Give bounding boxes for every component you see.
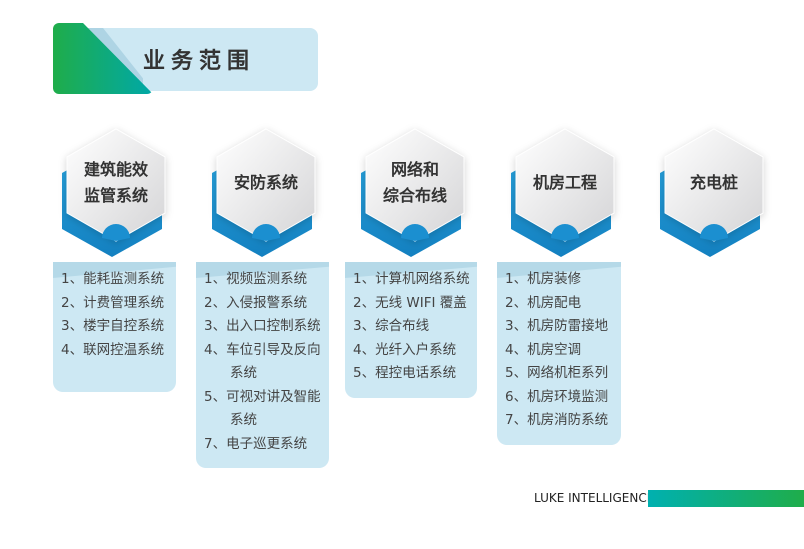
blue-semicircle <box>551 224 579 241</box>
category-item-list: 1、视频监测系统 2、入侵报警系统 3、出入口控制系统 4、车位引导及反向系统 5、可视… <box>196 262 329 468</box>
category-title-line: 充电桩 <box>689 173 738 192</box>
list-item-text: 2、计费管理系统 <box>61 294 165 311</box>
list-item: 5、网络机柜系列 <box>497 362 621 386</box>
list-item: 1、计算机网络系统 <box>345 268 477 292</box>
category-item-list: 1、计算机网络系统 2、无线 WIFI 覆盖 3、综合布线 4、光纤入户系统 5、程控电… <box>345 262 477 398</box>
list-item-text: 3、出入口控制系统 <box>204 318 321 334</box>
category-title-line: 监管系统 <box>83 186 148 205</box>
list-item-text: 1、能耗监测系统 <box>61 271 165 287</box>
category-title-line: 安防系统 <box>233 173 298 192</box>
list-item-text: 2、入侵报警系统 <box>204 294 308 311</box>
category-title: 网络和综合布线 <box>360 157 470 209</box>
blue-semicircle <box>252 224 280 241</box>
list-item: 2、无线 WIFI 覆盖 <box>345 292 477 316</box>
list-item-text: 1、机房装修 <box>505 271 582 287</box>
category-title-line: 网络和 <box>390 160 439 179</box>
list-item: 4、机房空调 <box>497 339 621 363</box>
list-item: 系统 <box>196 362 329 386</box>
category-item-list: 1、能耗监测系统 2、计费管理系统 3、楼宇自控系统 4、联网控温系统 <box>53 262 176 392</box>
list-item: 1、能耗监测系统 <box>53 268 176 292</box>
list-item: 2、计费管理系统 <box>53 292 176 316</box>
list-item-text: 4、车位引导及反向 <box>204 341 321 358</box>
list-item: 3、楼宇自控系统 <box>53 315 176 339</box>
hex-icons <box>62 128 764 257</box>
list-item-text: 2、机房配电 <box>505 294 582 311</box>
category-title: 建筑能效监管系统 <box>61 157 171 209</box>
list-item-text: 5、程控电话系统 <box>353 365 457 381</box>
list-item-text: 5、网络机柜系列 <box>505 365 609 381</box>
list-item-text: 3、机房防雷接地 <box>505 318 609 334</box>
list-item-text: 3、楼宇自控系统 <box>61 318 165 334</box>
list-item-text: 4、机房空调 <box>505 341 582 358</box>
list-item-text: 3、综合布线 <box>353 318 430 334</box>
category-hex-2 <box>361 128 465 257</box>
category-hex-4 <box>660 128 764 257</box>
list-item: 系统 <box>196 409 329 433</box>
footer-gradient-bar <box>648 490 804 507</box>
category-item-list: 1、机房装修 2、机房配电 3、机房防雷接地 4、机房空调 5、网络机柜系列 6、机房环境… <box>497 262 621 445</box>
list-item-text: 6、机房环境监测 <box>505 388 609 405</box>
category-title: 安防系统 <box>211 170 321 196</box>
category-title-line: 机房工程 <box>532 173 597 192</box>
category-hex-0 <box>62 128 166 257</box>
list-item-text: 4、联网控温系统 <box>61 341 165 358</box>
list-item-text: 7、机房消防系统 <box>505 412 609 428</box>
list-item: 3、机房防雷接地 <box>497 315 621 339</box>
list-item-text: 1、计算机网络系统 <box>353 271 470 287</box>
list-item-text: 5、可视对讲及智能 <box>204 388 321 405</box>
list-item: 3、出入口控制系统 <box>196 315 329 339</box>
list-item: 2、机房配电 <box>497 292 621 316</box>
list-item-text: 4、光纤入户系统 <box>353 341 457 358</box>
list-item-text: 系统 <box>230 365 257 381</box>
list-item: 4、光纤入户系统 <box>345 339 477 363</box>
list-item-text: 1、视频监测系统 <box>204 271 308 287</box>
list-item: 2、入侵报警系统 <box>196 292 329 316</box>
category-hex-1 <box>212 128 316 257</box>
list-item: 7、机房消防系统 <box>497 409 621 433</box>
category-hex-3 <box>511 128 615 257</box>
list-item: 1、机房装修 <box>497 268 621 292</box>
list-item: 5、程控电话系统 <box>345 362 477 386</box>
brand-name: LUKE INTELLIGENCE <box>534 491 655 505</box>
section-title-banner: 业务范围 <box>53 23 318 94</box>
blue-semicircle <box>401 224 429 241</box>
list-item: 7、电子巡更系统 <box>196 433 329 457</box>
category-title: 充电桩 <box>659 170 769 196</box>
list-item-text: 系统 <box>230 412 257 428</box>
page-title: 业务范围 <box>143 49 256 74</box>
blue-semicircle <box>102 224 130 241</box>
list-item-text: 7、电子巡更系统 <box>204 435 308 452</box>
list-item: 4、联网控温系统 <box>53 339 176 363</box>
blue-semicircle <box>700 224 728 241</box>
category-title: 机房工程 <box>510 170 620 196</box>
list-item-text: 2、无线 WIFI 覆盖 <box>353 294 467 311</box>
list-item: 4、车位引导及反向 <box>196 339 329 363</box>
category-title-line: 综合布线 <box>382 186 447 205</box>
list-item: 3、综合布线 <box>345 315 477 339</box>
list-item: 6、机房环境监测 <box>497 386 621 410</box>
list-item: 1、视频监测系统 <box>196 268 329 292</box>
list-item: 5、可视对讲及智能 <box>196 386 329 410</box>
category-title-line: 建筑能效 <box>83 160 148 179</box>
